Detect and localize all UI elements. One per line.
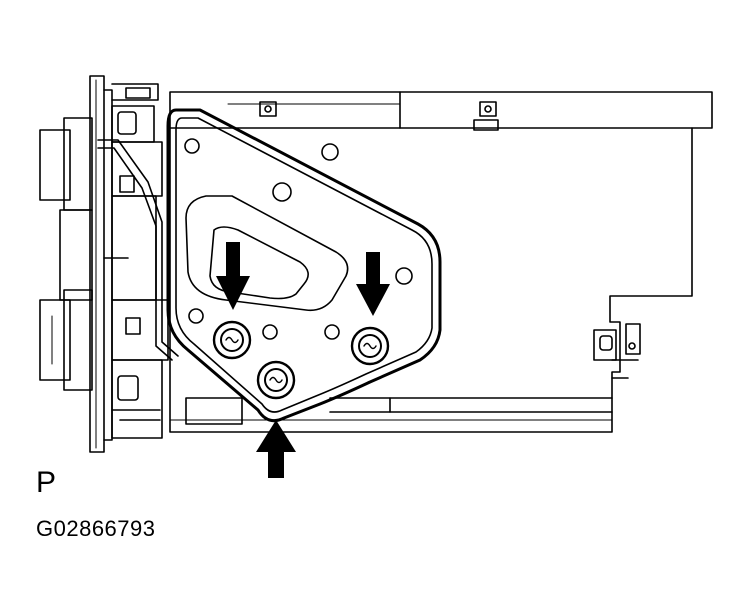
mounting-bracket — [166, 108, 442, 423]
arrow-up-bottom — [256, 420, 296, 478]
bolt-upper-right — [350, 326, 390, 366]
unit-housing — [169, 91, 713, 433]
view-label: P — [36, 466, 57, 499]
front-panel — [39, 75, 169, 453]
wire-harness — [97, 139, 179, 361]
arrow-down-right — [356, 252, 390, 316]
arrow-down-left — [216, 242, 250, 310]
bolt-lower — [256, 360, 296, 400]
bolt-upper-left — [212, 320, 252, 360]
figure-code: G02866793 — [36, 516, 156, 541]
